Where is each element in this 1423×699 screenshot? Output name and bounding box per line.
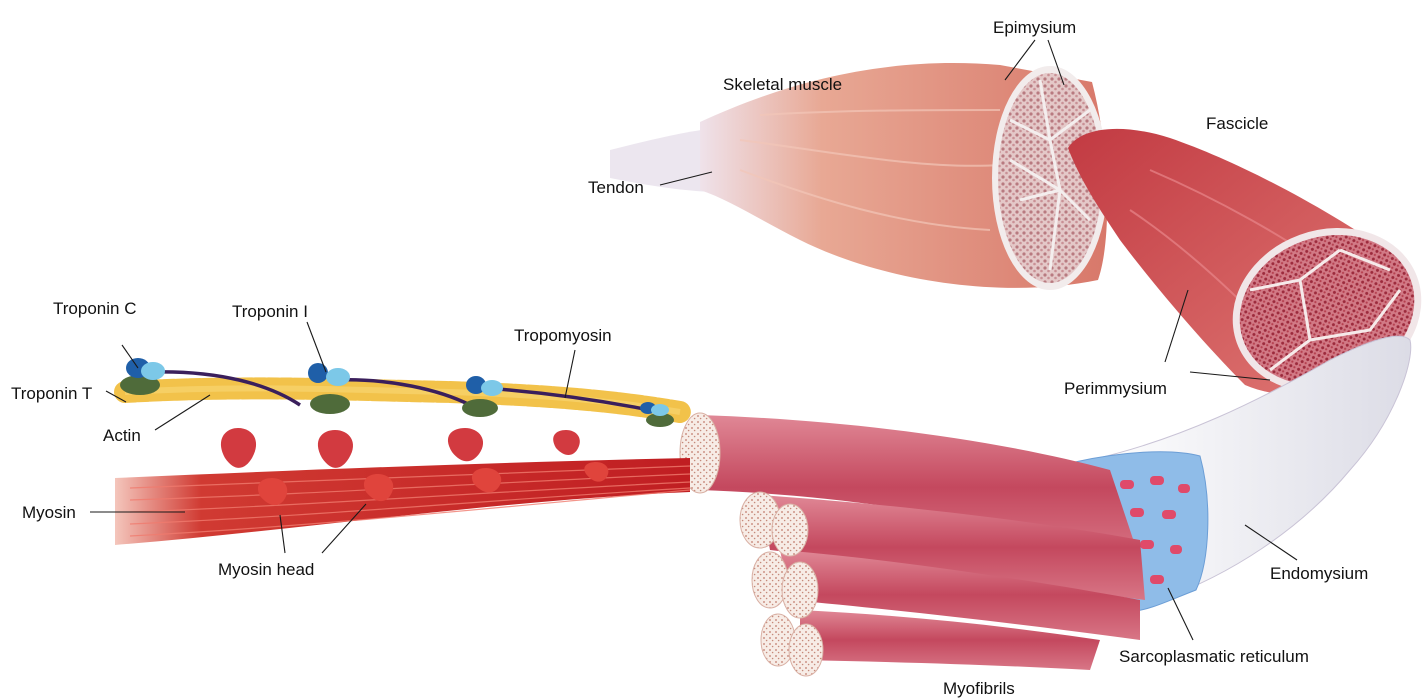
label-troponin-i: Troponin I [232,302,308,321]
label-myosin-head: Myosin head [218,560,314,579]
label-tendon: Tendon [588,178,644,197]
label-sarcoplasmatic-reticulum: Sarcoplasmatic reticulum [1119,647,1309,666]
label-myofibrils: Myofibrils [943,679,1015,698]
label-tropomyosin: Tropomyosin [514,326,612,345]
label-fascicle: Fascicle [1206,114,1268,133]
label-perimmysium: Perimmysium [1064,379,1167,398]
label-troponin-c: Troponin C [53,299,136,318]
label-actin: Actin [103,426,141,445]
label-troponin-t: Troponin T [11,384,92,403]
label-myosin: Myosin [22,503,76,522]
label-endomysium: Endomysium [1270,564,1368,583]
label-epimysium: Epimysium [993,18,1076,37]
myofibrils-bundle [680,413,1145,676]
label-skeletal-muscle: Skeletal muscle [723,75,842,94]
skeletal-muscle-illustration [610,63,1108,290]
